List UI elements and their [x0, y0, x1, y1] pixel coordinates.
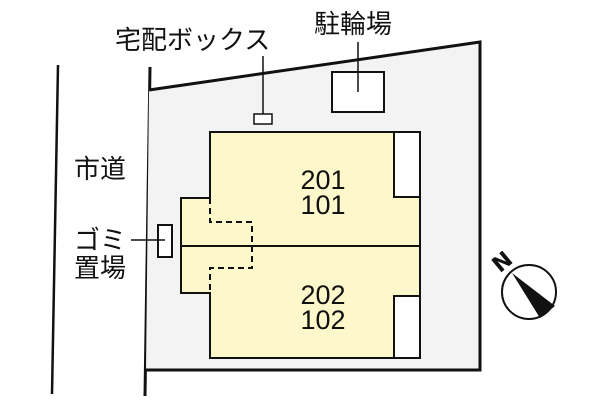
bicycle-parking-label: 駐輪場	[314, 10, 393, 40]
balcony-lower	[393, 295, 421, 359]
compass-icon	[501, 264, 557, 320]
dashed-partition	[209, 198, 253, 293]
garbage-label-line2: 置場	[74, 254, 127, 284]
road-left-line	[50, 64, 60, 395]
garbage-label-line1: ゴミ	[74, 226, 127, 256]
unit-lower-floor2: 202	[300, 280, 346, 310]
delivery-box	[253, 113, 273, 125]
unit-upper-floor1: 101	[300, 190, 346, 220]
unit-lower-floor1: 102	[300, 305, 346, 335]
garbage-box	[157, 224, 173, 258]
balcony-upper	[393, 131, 421, 198]
unit-upper-floor2: 201	[300, 165, 346, 195]
delivery-box-label: 宅配ボックス	[115, 26, 271, 56]
lot-boundary	[146, 40, 482, 372]
city-road-label: 市道	[74, 155, 127, 185]
